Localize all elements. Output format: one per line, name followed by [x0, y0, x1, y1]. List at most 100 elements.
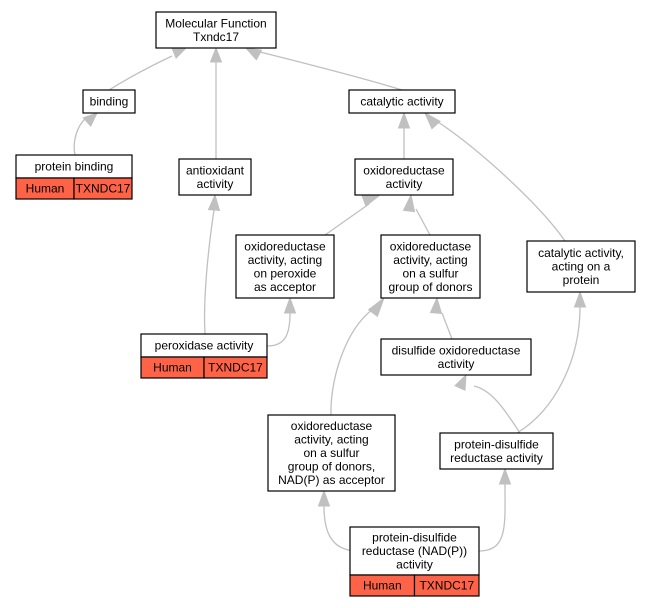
term-label-line: protein binding — [35, 160, 114, 174]
term-box — [348, 89, 456, 114]
term-label-line: catalytic activity — [360, 95, 443, 109]
term-box — [439, 432, 554, 470]
edge-antioxidant_activity-to-molecular_function — [209, 46, 223, 159]
annotation-cell-box — [413, 574, 480, 597]
edge-line — [415, 208, 431, 236]
edge-peroxidase_activity-to-antioxidant_activity — [203, 193, 221, 335]
edge-disulfide_oxidoreductase-to-oxidoreductase_sulfur — [429, 296, 453, 340]
term-box — [82, 89, 136, 114]
term-label-line: binding — [90, 95, 129, 109]
term-node-catalytic-activity[interactable]: catalytic activity — [348, 89, 456, 114]
annotation-gene-cell[interactable]: TXNDC17 — [203, 356, 268, 379]
edge-line — [73, 117, 87, 156]
edge-line — [203, 209, 215, 335]
annotation-cell-label: Human — [363, 579, 402, 593]
edge-line — [516, 306, 581, 434]
term-label-line: activity, acting — [393, 253, 467, 267]
annotation-gene-cell[interactable]: TXNDC17 — [413, 574, 480, 597]
term-node-binding[interactable]: binding — [82, 89, 136, 114]
edge-line — [330, 308, 374, 416]
term-label-line: Txndc17 — [193, 30, 239, 44]
arrowhead-icon — [367, 296, 386, 318]
term-label-line: antioxidant — [186, 163, 245, 177]
arrowhead-icon — [207, 193, 221, 211]
term-label-line: activity — [197, 177, 234, 191]
term-label-line: oxidoreductase — [244, 239, 326, 253]
annotation-cell-box — [73, 177, 133, 200]
edge-line — [259, 51, 403, 91]
annotation-species-cell[interactable]: Human — [349, 574, 416, 597]
term-label-line: protein — [563, 273, 600, 287]
edge-line — [266, 312, 291, 347]
edge-oxidoreductase_sulfur_nadp-to-oxidoreductase_sulfur — [330, 296, 386, 416]
arrowhead-icon — [423, 111, 441, 130]
annotation-cell-label: TXNDC17 — [208, 361, 263, 375]
edge-protein_disulfide_reductase-to-disulfide_oxidoreductase — [454, 373, 521, 434]
edges-layer — [73, 46, 587, 552]
arrowhead-icon — [429, 296, 443, 314]
annotation-gene-cell[interactable]: TXNDC17 — [73, 177, 133, 200]
term-label-line: group of donors — [388, 280, 472, 294]
arrowhead-icon — [498, 467, 512, 485]
edge-line — [324, 203, 370, 236]
term-label-line: oxidoreductase — [363, 163, 445, 177]
term-box — [155, 11, 277, 49]
edge-peroxidase_activity-to-oxidoreductase_peroxide — [266, 296, 297, 347]
arrowhead-icon — [171, 47, 188, 59]
term-box — [178, 158, 252, 196]
term-label-line: activity, acting — [294, 433, 368, 447]
term-label-line: reductase (NAD(P)) — [362, 544, 467, 558]
edge-line — [478, 483, 506, 552]
edge-protein_disulfide_reductase-to-catalytic_on_protein — [516, 290, 587, 434]
term-box — [267, 414, 396, 492]
annotation-species-cell[interactable]: Human — [140, 356, 205, 379]
edge-line — [437, 121, 566, 242]
term-box — [526, 240, 636, 293]
annotation-species-cell[interactable]: Human — [15, 177, 75, 200]
term-label-line: on peroxide — [254, 266, 317, 280]
term-label-line: activity — [386, 177, 423, 191]
edge-catalytic_activity-to-molecular_function — [244, 47, 403, 91]
term-label-line: reductase activity — [450, 451, 543, 465]
term-box — [380, 234, 481, 299]
term-label-line: on a sulfur — [303, 446, 359, 460]
term-label-line: NAD(P) as acceptor — [278, 473, 385, 487]
arrowhead-icon — [573, 290, 587, 308]
arrowhead-icon — [397, 111, 411, 129]
edge-line — [441, 312, 453, 340]
arrowhead-icon — [317, 489, 331, 507]
edge-oxidoreductase_activity-to-catalytic_activity — [397, 111, 411, 159]
term-label-line: oxidoreductase — [291, 419, 373, 433]
edge-protein_disulfide_reductase_nadp-to-protein_disulfide_reductase — [478, 467, 512, 552]
edge-catalytic_on_protein-to-catalytic_activity — [423, 111, 566, 242]
edge-oxidoreductase_peroxide-to-oxidoreductase_activity — [324, 194, 382, 236]
arrowhead-icon — [361, 194, 382, 207]
term-label-line: on a sulfur — [402, 266, 458, 280]
term-label-line: protein-disulfide — [372, 531, 457, 545]
arrowhead-icon — [82, 112, 98, 127]
edge-binding-to-molecular_function — [108, 47, 188, 91]
term-label-line: as acceptor — [254, 280, 316, 294]
annotation-cell-label: Human — [26, 182, 65, 196]
term-label-line: activity, acting — [248, 253, 322, 267]
term-box — [380, 338, 532, 376]
term-label-line: acting on a — [552, 260, 611, 274]
edge-line — [473, 385, 521, 434]
arrowhead-icon — [209, 46, 223, 63]
edge-line — [108, 55, 173, 91]
annotation-cell-box — [203, 356, 268, 379]
